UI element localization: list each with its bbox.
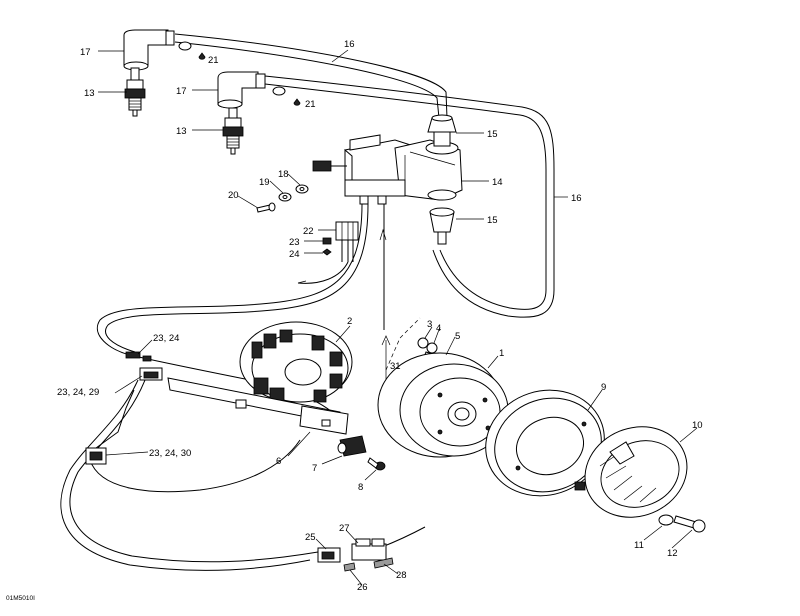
callout-25: 25 <box>305 532 316 543</box>
trigger-coil <box>337 435 367 457</box>
callout-17-lower: 17 <box>176 86 187 97</box>
washer-3 <box>417 337 429 349</box>
callout-15-lower: 15 <box>487 215 498 226</box>
callout-21-lower: 21 <box>305 99 316 110</box>
callout-26: 26 <box>357 582 368 593</box>
terminal-26 <box>343 562 356 572</box>
screw-12 <box>673 515 706 533</box>
stator-harness <box>60 203 426 571</box>
callout-17-upper: 17 <box>80 47 91 58</box>
callout-5: 5 <box>455 331 460 342</box>
callout-16-upper: 16 <box>344 39 355 50</box>
callout-20: 20 <box>228 190 239 201</box>
nut-21-upper <box>178 41 206 60</box>
callout-23: 23 <box>289 237 300 248</box>
callout-14: 14 <box>492 177 503 188</box>
trigger-coil-bracket <box>167 377 349 435</box>
terminal-23-24-upper <box>125 351 152 362</box>
screw-8 <box>367 457 386 471</box>
nut-21-lower <box>272 86 301 106</box>
callout-15-upper: 15 <box>487 129 498 140</box>
callout-1: 1 <box>499 348 504 359</box>
callout-2: 2 <box>347 316 352 327</box>
drawing-code: 01M5010I <box>6 595 35 602</box>
callout-10: 10 <box>692 420 703 431</box>
terminal-24 <box>322 248 332 256</box>
ignition-coil-module <box>312 131 463 205</box>
callout-7: 7 <box>312 463 317 474</box>
callout-19: 19 <box>259 177 270 188</box>
callout-23-24: 23, 24 <box>153 333 179 344</box>
connector-25 <box>317 547 341 563</box>
callout-13-upper: 13 <box>84 88 95 99</box>
high-tension-wire-left <box>174 33 448 119</box>
washer-11 <box>658 514 674 526</box>
washer-4 <box>426 342 438 354</box>
connector-22 <box>335 221 359 262</box>
callout-9: 9 <box>601 382 606 393</box>
callout-labels: 17 13 21 16 17 21 13 15 14 16 15 18 19 2… <box>6 39 703 602</box>
terminal-23-24-30 <box>85 389 135 465</box>
callout-12: 12 <box>667 548 678 559</box>
callout-3: 3 <box>427 319 432 330</box>
coil-boot-upper <box>427 114 457 133</box>
terminal-23-24-29 <box>139 367 163 381</box>
coil-boot-lower <box>429 207 455 245</box>
callout-18: 18 <box>278 169 289 180</box>
spark-plug-cap-upper <box>123 29 175 71</box>
starting-pulley <box>485 389 605 497</box>
terminal-28 <box>373 557 394 569</box>
spark-plug-cap-lower <box>217 71 266 109</box>
callout-23-24-29: 23, 24, 29 <box>57 387 99 398</box>
callout-28: 28 <box>396 570 407 581</box>
high-tension-wire-right <box>264 75 555 318</box>
washer-18 <box>295 184 309 194</box>
callout-11: 11 <box>634 540 644 551</box>
callout-6: 6 <box>276 456 281 467</box>
callout-31: 31 <box>390 361 401 372</box>
callout-13-lower: 13 <box>176 126 187 137</box>
leader-lines <box>98 49 698 586</box>
callout-24: 24 <box>289 249 300 260</box>
callout-27: 27 <box>339 523 350 534</box>
callout-16-lower: 16 <box>571 193 582 204</box>
connector-27 <box>351 538 387 561</box>
spark-plug-lower <box>222 107 244 155</box>
starter-cover <box>574 426 688 518</box>
spark-plug-upper <box>124 67 146 117</box>
callout-21-upper: 21 <box>208 55 219 66</box>
callout-22: 22 <box>303 226 314 237</box>
callout-4: 4 <box>436 323 441 334</box>
terminal-23 <box>322 237 332 245</box>
callout-8: 8 <box>358 482 363 493</box>
washer-19 <box>278 192 292 202</box>
screw-20 <box>256 202 276 213</box>
stator <box>239 321 353 403</box>
callout-23-24-30: 23, 24, 30 <box>149 448 191 459</box>
flywheel <box>377 352 509 458</box>
